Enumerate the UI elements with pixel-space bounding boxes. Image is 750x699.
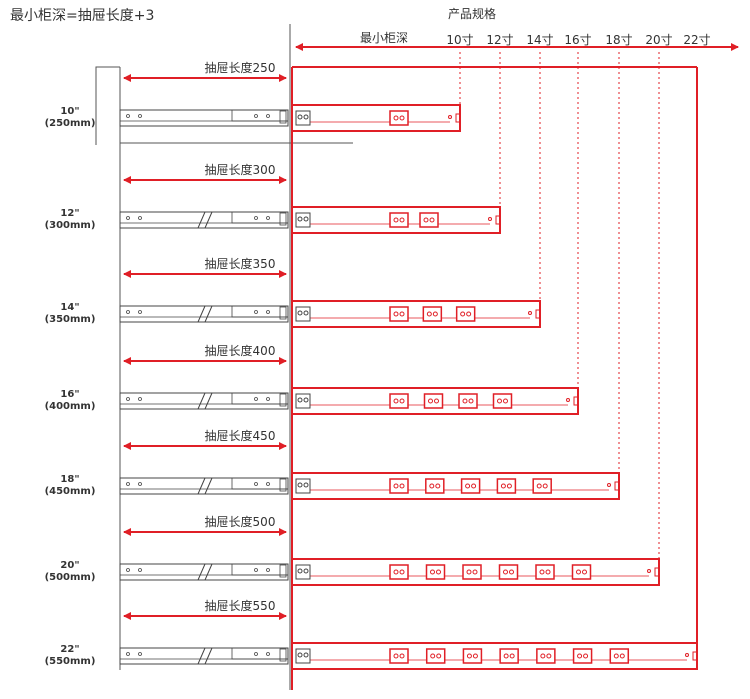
size-inch-label: 10" [60,106,79,117]
size-row: 10"(250mm) 抽屉长度250 [45,60,461,132]
spec-tick-label: 10寸 [446,33,473,47]
size-inch-label: 16" [60,389,79,400]
min-depth-label: 最小柜深 [360,31,408,45]
size-mm-label: (400mm) [45,401,96,412]
slide-top-view [291,300,541,328]
slide-side-profile [119,563,289,581]
size-inch-label: 18" [60,474,79,485]
size-mm-label: (300mm) [45,220,96,231]
drawer-length-label: 抽屉长度500 [205,514,276,529]
slide-top-view [291,558,660,586]
size-row: 22"(550mm) 抽屉长度550 [45,598,698,670]
slide-top-view [291,472,620,500]
product-spec-label: 产品规格 [448,6,496,21]
size-mm-label: (350mm) [45,314,96,325]
spec-tick-label: 14寸 [526,33,553,47]
slide-top-view [291,104,461,132]
spec-tick-label: 18寸 [605,33,632,47]
depth-formula: 最小柜深=抽屉长度+3 [10,8,154,24]
size-row: 12"(300mm) 抽屉长度300 [45,162,501,234]
drawer-length-label: 抽屉长度250 [205,60,276,75]
size-inch-label: 22" [60,644,79,655]
size-inch-label: 12" [60,208,79,219]
slide-top-view [291,387,579,415]
slide-side-profile [119,109,289,127]
spec-tick-label: 20寸 [645,33,672,47]
drawer-length-label: 抽屉长度350 [205,256,276,271]
drawer-length-label: 抽屉长度300 [205,162,276,177]
slide-side-profile [119,647,289,665]
size-mm-label: (500mm) [45,572,96,583]
spec-tick-label: 22寸 [683,33,710,47]
drawer-length-label: 抽屉长度400 [205,343,276,358]
size-row: 20"(500mm) 抽屉长度500 [45,514,660,586]
slide-top-view [291,642,698,670]
size-row: 18"(450mm) 抽屉长度450 [45,428,620,500]
size-row: 16"(400mm) 抽屉长度400 [45,343,579,415]
slide-top-view [291,206,501,234]
size-row: 14"(350mm) 抽屉长度350 [45,256,541,328]
spec-tick-label: 16寸 [564,33,591,47]
slide-side-profile [119,305,289,323]
size-mm-label: (550mm) [45,656,96,667]
drawer-length-label: 抽屉长度550 [205,598,276,613]
slide-side-profile [119,477,289,495]
drawer-length-label: 抽屉长度450 [205,428,276,443]
slide-side-profile [119,392,289,410]
size-inch-label: 14" [60,302,79,313]
slide-side-profile [119,211,289,229]
size-mm-label: (450mm) [45,486,96,497]
spec-tick-label: 12寸 [486,33,513,47]
size-mm-label: (250mm) [45,118,96,129]
size-inch-label: 20" [60,560,79,571]
